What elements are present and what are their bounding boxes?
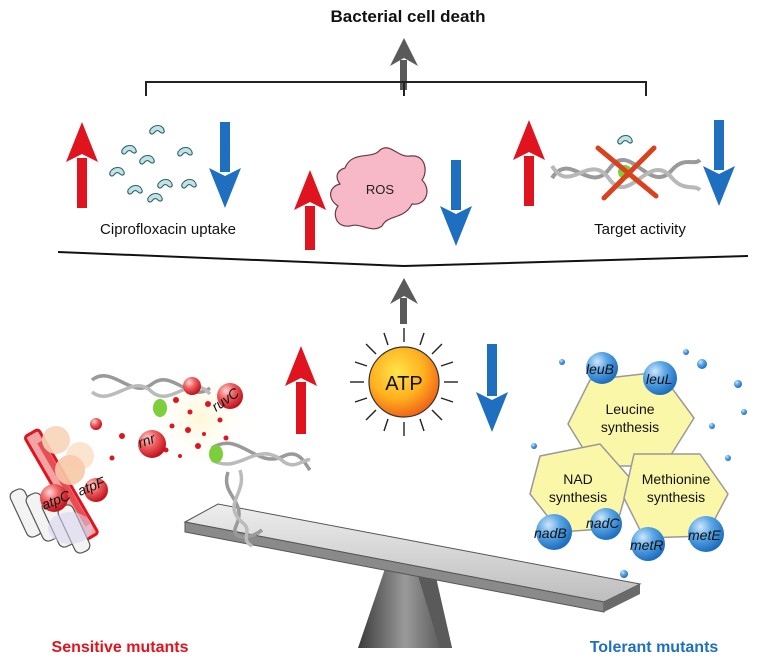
ros-label: ROS — [366, 182, 395, 197]
down-arrow-icon — [703, 120, 735, 206]
bacteria-icon — [109, 124, 197, 203]
tolerant-illustration — [529, 349, 747, 578]
uptake-label: Ciprofloxacin uptake — [100, 221, 236, 238]
down-arrow-icon — [440, 160, 472, 246]
pathway-nad-label: NAD — [563, 471, 593, 487]
down-arrow-icon — [209, 122, 241, 208]
gray-arrow-top-icon — [390, 38, 418, 90]
sensitive-illustration — [9, 366, 312, 554]
pathway-methionine-label: Methionine — [642, 471, 711, 487]
up-arrow-icon — [294, 170, 326, 250]
down-arrow-icon — [476, 344, 508, 432]
ros-blob-icon — [330, 147, 428, 230]
gene-metR-label: metR — [630, 537, 663, 553]
gene-nadC-label: nadC — [586, 515, 620, 531]
title: Bacterial cell death — [331, 7, 486, 26]
up-arrow-icon — [513, 120, 545, 206]
seesaw-icon — [183, 503, 642, 648]
target-label: Target activity — [594, 221, 686, 238]
pathway-leucine-synthesis-label: synthesis — [601, 419, 659, 435]
tolerant-mutants-label: Tolerant mutants — [590, 639, 719, 656]
separator-line — [57, 251, 749, 268]
gene-leuL-label: leuL — [646, 371, 672, 387]
bracket — [145, 81, 647, 96]
gene-metE-label: metE — [688, 527, 721, 543]
gray-arrow-middle-icon — [390, 278, 418, 324]
pathway-nad-synthesis-label: synthesis — [549, 489, 607, 505]
gene-leuB-label: leuB — [586, 361, 614, 377]
up-arrow-icon — [66, 122, 98, 208]
atp-sun-icon — [350, 328, 458, 436]
atp-label: ATP — [385, 373, 422, 395]
pathway-leucine-label: Leucine — [605, 401, 654, 417]
up-arrow-icon — [285, 346, 317, 434]
gene-rnr-label: rnr — [136, 429, 159, 450]
pathway-methionine-synthesis-label: synthesis — [647, 489, 705, 505]
sensitive-mutants-label: Sensitive mutants — [52, 639, 189, 656]
gene-nadB-label: nadB — [534, 525, 567, 541]
dna-helix-icon — [550, 134, 702, 201]
